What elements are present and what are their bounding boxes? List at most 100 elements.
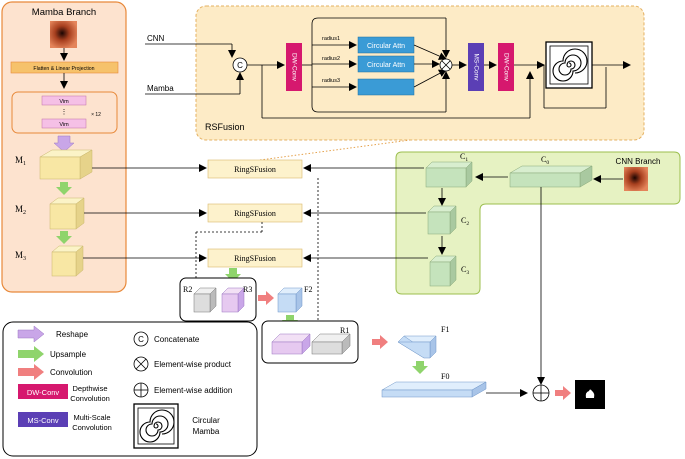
- r1-label: R1: [340, 326, 349, 335]
- f1-label: F1: [441, 325, 449, 334]
- m1-cube: [39, 149, 93, 180]
- circular-attn-label-2: Circular Attn: [367, 62, 405, 69]
- ringsfusion-label-3: RingSFusion: [234, 254, 276, 263]
- cnn-input-image: [624, 167, 648, 191]
- mamba-branch-panel: Mamba Branch Flatten & Linear Projection…: [1, 1, 127, 293]
- rsfusion-zoom-connector: [259, 139, 411, 161]
- f0-block: [381, 381, 487, 398]
- m1-label: M1: [15, 155, 26, 167]
- radius2-label: radius2: [322, 56, 340, 62]
- legend-circular-desc-2: Mamba: [193, 427, 220, 436]
- c2-label: C2: [461, 216, 469, 227]
- vim-block-bottom: [41, 118, 87, 129]
- m2-cube: [49, 197, 85, 230]
- legend-circular-mamba-icon: [133, 403, 179, 449]
- legend-dwconv-box: [18, 384, 68, 399]
- c1-label: C1: [460, 152, 468, 163]
- circular-attn-label-1: Circular Attn: [367, 43, 405, 50]
- c2-block: [427, 205, 457, 235]
- ringsfusion-block-3: [207, 248, 303, 268]
- legend-reshape-label: Reshape: [56, 330, 89, 339]
- ringsfusion-label-2: RingSFusion: [234, 209, 276, 218]
- upsample-arrow-m2: [56, 231, 72, 244]
- ringsfusion-block-1: [207, 159, 303, 179]
- flatten-projection-label: Flatten & Linear Projection: [33, 66, 94, 72]
- conv-arrow-r1: [372, 335, 388, 349]
- r2-cube: [193, 287, 217, 313]
- f1-block: [397, 335, 437, 359]
- f2-upsampled-block: [271, 333, 311, 355]
- legend-concat-icon: [133, 331, 149, 347]
- radius1-label: radius1: [322, 36, 340, 42]
- conv-arrow-output: [555, 386, 571, 400]
- dwconv-label-1: DW-Conv: [290, 53, 297, 82]
- concat-symbol: C: [237, 61, 243, 70]
- dwconv-label-2: DW-Conv: [502, 53, 509, 82]
- legend-msconv-desc-1: Multi-Scale: [73, 413, 110, 422]
- cnn-input-label: CNN: [147, 34, 165, 43]
- legend-dwconv-desc-1: Depthwise: [72, 384, 107, 393]
- c0-block: [509, 165, 593, 188]
- reshape-arrow-mamba: [53, 135, 75, 153]
- vim-label-top: Vim: [59, 99, 69, 105]
- c0-label: C0: [541, 155, 549, 166]
- mamba-input-label: Mamba: [147, 84, 174, 93]
- legend-upsample-arrow: [18, 346, 44, 362]
- legend-dwconv-desc-2: Convolution: [70, 394, 110, 403]
- rsfusion-title: RSFusion: [205, 122, 245, 132]
- r3-label: R3: [243, 285, 252, 294]
- vim-repeat-label: × 12: [91, 112, 101, 118]
- vim-block-top: [41, 95, 87, 106]
- msconv-block: [468, 43, 484, 91]
- decoder: R2 R3 F2 R1: [179, 187, 605, 409]
- r2-label: R2: [183, 285, 192, 294]
- upsample-arrow-m1: [56, 182, 72, 195]
- c3-label: C3: [461, 265, 469, 276]
- circular-mamba-block: [545, 41, 593, 89]
- legend-reshape-arrow: [17, 325, 45, 343]
- vim-stack: [11, 91, 118, 134]
- legend-concat-symbol: C: [138, 335, 144, 344]
- legend-convolution-label: Convolution: [50, 368, 92, 377]
- dwconv-block-1: [286, 43, 302, 91]
- f2-label: F2: [304, 285, 312, 294]
- conv-arrow-r3: [258, 291, 274, 305]
- legend-addition-label: Element-wise addition: [154, 386, 232, 395]
- f2-cube: [277, 287, 303, 313]
- vim-ellipsis: ⋮: [61, 108, 68, 116]
- mamba-input-image: [50, 21, 77, 48]
- c3-block: [429, 255, 457, 287]
- ringsfusion-label-1: RingSFusion: [234, 165, 276, 174]
- upsample-arrow-f1: [412, 361, 428, 374]
- vim-label-bottom: Vim: [59, 122, 69, 128]
- legend-convolution-arrow: [18, 364, 44, 380]
- circular-attn-3: [357, 78, 415, 96]
- r1-block: [311, 333, 351, 355]
- f0-label: F0: [441, 372, 449, 381]
- legend-msconv-box-label: MS-Conv: [27, 416, 59, 425]
- legend-dwconv-box-label: DW-Conv: [27, 388, 60, 397]
- legend-msconv-desc-2: Convolution: [72, 423, 112, 432]
- legend-circular-desc-1: Circular: [192, 416, 220, 425]
- m3-label: M3: [15, 250, 26, 262]
- msconv-label: MS-Conv: [472, 53, 479, 81]
- legend-upsample-label: Upsample: [50, 350, 87, 359]
- ringsfusion-block-2: [207, 203, 303, 223]
- c1-block: [425, 161, 473, 188]
- fusion-blocks: RingSFusion RingSFusion RingSFusion: [83, 159, 428, 331]
- flatten-projection-box: [10, 61, 119, 74]
- upsample-arrow-fusion3: [225, 268, 241, 282]
- legend-product-label: Element-wise product: [154, 360, 232, 369]
- dwconv-block-2: [498, 43, 514, 91]
- legend-concatenate-label: Concatenate: [154, 335, 200, 344]
- cnn-branch-panel: CNN Branch C0 C1 C2: [395, 151, 681, 295]
- radius3-label: radius3: [322, 78, 340, 84]
- m3-cube: [51, 245, 84, 277]
- output-mask: [575, 380, 605, 409]
- mamba-branch-title: Mamba Branch: [32, 7, 96, 18]
- m2-label: M2: [15, 204, 26, 216]
- cnn-branch-title: CNN Branch: [616, 157, 661, 166]
- legend-msconv-box: [18, 412, 68, 427]
- legend-panel: Reshape Upsample Convolution DW-Conv Dep…: [2, 321, 258, 457]
